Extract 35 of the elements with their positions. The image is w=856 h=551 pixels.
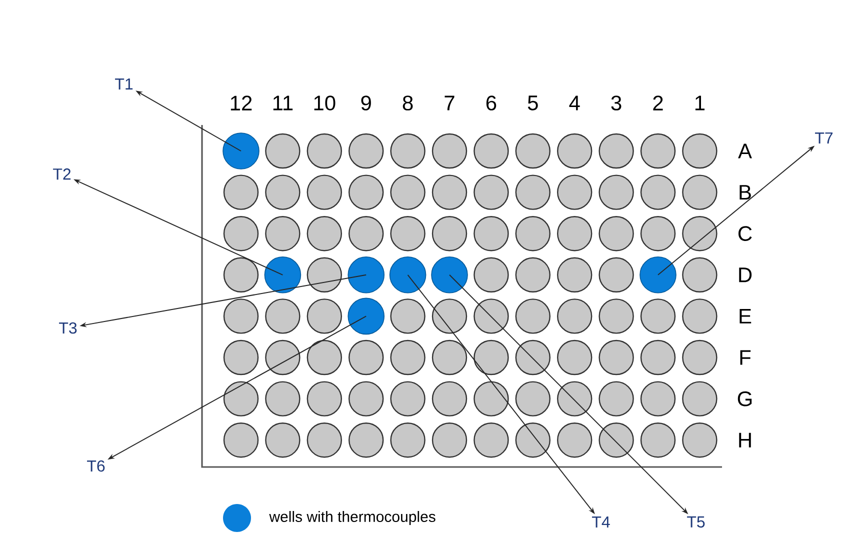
column-number: 9 xyxy=(361,96,371,110)
column-number: 12 xyxy=(230,96,252,110)
column-number: 2 xyxy=(653,96,663,110)
callout-label: T7 xyxy=(815,132,833,144)
thermocouple-well xyxy=(640,256,676,294)
thermocouple-well xyxy=(222,132,260,170)
row-letter: C xyxy=(738,226,752,242)
column-number: 4 xyxy=(569,96,580,110)
legend-text: wells with thermocouples xyxy=(269,511,436,525)
callout-label: T4 xyxy=(592,516,610,528)
column-number: 11 xyxy=(273,96,293,110)
column-number: 3 xyxy=(611,96,622,110)
column-number: 7 xyxy=(444,96,454,110)
column-number: 6 xyxy=(486,96,496,110)
column-number: 5 xyxy=(528,96,538,110)
row-letter: H xyxy=(739,432,751,448)
callout-label: T5 xyxy=(687,516,705,528)
row-letter: G xyxy=(738,391,752,406)
row-letter: B xyxy=(740,185,751,200)
row-letter: D xyxy=(739,268,752,282)
callout-label: T3 xyxy=(59,322,77,334)
thermocouple-well xyxy=(348,256,384,294)
row-letter: A xyxy=(738,144,752,158)
column-number: 8 xyxy=(402,96,413,110)
thermocouple-well xyxy=(389,256,426,294)
column-number: 10 xyxy=(314,96,336,110)
row-letter: F xyxy=(740,350,751,365)
callout-label: T2 xyxy=(53,168,71,180)
thermocouple-well xyxy=(431,256,468,294)
thermocouple-well xyxy=(348,298,384,335)
thermocouple-well xyxy=(264,256,302,294)
row-letter: E xyxy=(740,308,752,324)
column-number: 1 xyxy=(695,96,704,110)
callout-label: T6 xyxy=(87,460,105,472)
callout-label: T1 xyxy=(115,78,133,90)
